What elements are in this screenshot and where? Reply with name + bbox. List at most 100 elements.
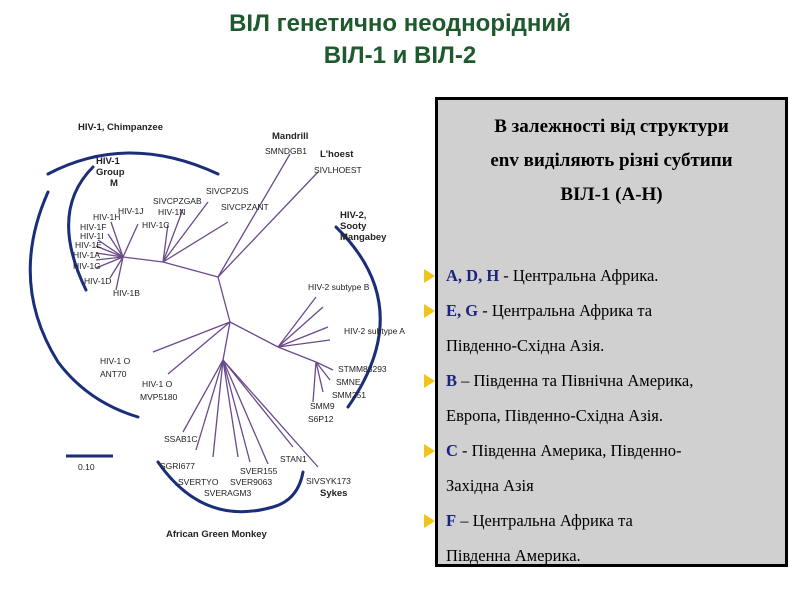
branch [217, 171, 319, 278]
branch [162, 223, 169, 263]
tree-labels: HIV-1, Chimpanzee HIV-1 Group M HIV-1H H… [73, 122, 405, 540]
label-hiv1h: HIV-1H [93, 212, 120, 222]
subtype-label: C [446, 441, 458, 460]
branch [95, 256, 124, 261]
subtype-label: A, D, H [446, 266, 500, 285]
arc-hiv1-group-o [28, 190, 140, 419]
bullet-arrow-icon [424, 269, 435, 283]
label-hiv1f: HIV-1F [80, 222, 106, 232]
panel-header-line-2: env виділяють різні субтипи [490, 150, 733, 171]
region-text: Південно-Східна Азія. [446, 336, 605, 355]
label-smne: SMNE [336, 377, 361, 387]
arc-hiv1-chimp [46, 151, 220, 176]
branch [152, 321, 231, 353]
branch [315, 361, 324, 393]
region-text: Західна Азія [446, 476, 534, 495]
subtype-list: A, D, H - Центральна Африка. E, G - Цент… [424, 258, 785, 573]
list-item-continuation: Західна Азія [438, 468, 785, 503]
label-scale: 0.10 [78, 462, 95, 472]
label-hiv1d: HIV-1D [84, 276, 111, 286]
branch [95, 252, 124, 258]
list-item: B – Південна та Північна Америка, [424, 363, 785, 398]
label-hiv1n: HIV-1N [158, 207, 185, 217]
panel-header-line-3: ВІЛ-1 (А-Н) [560, 184, 663, 205]
label-hiv1j: HIV-1J [118, 206, 144, 216]
branch [122, 256, 164, 263]
label-hiv1-group-m: M [110, 178, 118, 189]
panel-header-line-1: В залежності від структури [494, 116, 729, 137]
branch [277, 346, 317, 363]
arc-hiv1-group-m [67, 165, 95, 292]
branch [95, 245, 124, 258]
label-lhoest: L'hoest [320, 149, 354, 160]
branch [109, 256, 124, 279]
bullet-arrow-icon [424, 374, 435, 388]
region-text: - Центральна Африка та [478, 301, 653, 320]
list-item: A, D, H - Центральна Африка. [424, 258, 785, 293]
label-hiv2: Sooty [340, 221, 367, 232]
branch [222, 359, 319, 468]
region-text: – Центральна Африка та [456, 511, 633, 530]
branch [277, 296, 317, 348]
branch [222, 359, 269, 465]
subtype-label: E, G [446, 301, 479, 320]
label-mandrill: Mandrill [272, 131, 308, 142]
region-text: - Центральна Африка. [499, 266, 659, 285]
tree-branches [95, 153, 334, 468]
label-stmm83293: STMM83293 [338, 364, 387, 374]
label-hiv1i: HIV-1I [80, 231, 104, 241]
label-sivcpzus: SIVCPZUS [206, 186, 249, 196]
label-smm251: SMM251 [332, 390, 366, 400]
label-sveragm3: SVERAGM3 [204, 488, 252, 498]
branch [95, 256, 124, 269]
region-text: Південна Америка. [446, 546, 581, 565]
subtype-info-panel: В залежності від структури env виділяють… [424, 97, 788, 567]
label-hiv1o-ant70: ANT70 [100, 369, 127, 379]
branch [162, 208, 184, 263]
label-hiv1o-ant70: HIV-1 O [100, 356, 131, 366]
title-line-2: ВІЛ-1 и ВІЛ-2 [323, 42, 477, 69]
list-item: E, G - Центральна Африка та [424, 293, 785, 328]
label-sivcpzgab: SIVCPZGAB [153, 196, 202, 206]
bullet-arrow-icon [424, 514, 435, 528]
list-item-continuation: Европа, Південно-Східна Азія. [438, 398, 785, 433]
branch [217, 153, 291, 278]
branch [315, 361, 334, 371]
bullet-arrow-icon [424, 444, 435, 458]
label-hiv1e: HIV-1E [75, 240, 102, 250]
group-arcs [28, 151, 382, 514]
label-hiv1-group-m: Group [96, 167, 125, 178]
branch [315, 361, 331, 381]
label-hiv1o-mvp5180: HIV-1 O [142, 379, 173, 389]
list-item-continuation: Південна Америка. [438, 538, 785, 573]
arc-agm [156, 460, 305, 514]
label-hiv2: Mangabey [340, 232, 387, 243]
branch [217, 276, 231, 323]
label-svertyo: SVERTYO [178, 477, 219, 487]
branch [115, 256, 124, 291]
region-text: Европа, Південно-Східна Азія. [446, 406, 664, 425]
label-smm9: SMM9 [310, 401, 335, 411]
branch [167, 321, 231, 375]
list-item: F – Центральна Африка та [424, 503, 785, 538]
label-hiv1o-mvp5180: MVP5180 [140, 392, 178, 402]
tree-svg: HIV-1, Chimpanzee HIV-1 Group M HIV-1H H… [28, 122, 405, 540]
branch [122, 223, 139, 258]
label-sivcpzant: SIVCPZANT [221, 202, 269, 212]
bullet-arrow-icon [424, 304, 435, 318]
label-hiv2: HIV-2, [340, 210, 366, 221]
label-hiv2-subtype-b: HIV-2 subtype B [308, 282, 370, 292]
list-item-continuation: Південно-Східна Азія. [438, 328, 785, 363]
branch [212, 359, 224, 458]
subtype-label: F [446, 511, 457, 530]
region-text: – Південна та Північна Америка, [457, 371, 694, 390]
branch [97, 239, 124, 258]
slide-title: ВІЛ генетично неоднорідний ВІЛ-1 и ВІЛ-2 [0, 8, 800, 72]
branch [312, 361, 317, 403]
label-ssab1c: SSAB1C [164, 434, 198, 444]
label-hiv2-subtype-a: HIV-2 subtype A [344, 326, 405, 336]
branch [195, 359, 224, 451]
phylogenetic-tree: HIV-1, Chimpanzee HIV-1 Group M HIV-1H H… [18, 112, 410, 544]
label-hiv1g: HIV-1G [73, 261, 101, 271]
branch [162, 221, 229, 263]
